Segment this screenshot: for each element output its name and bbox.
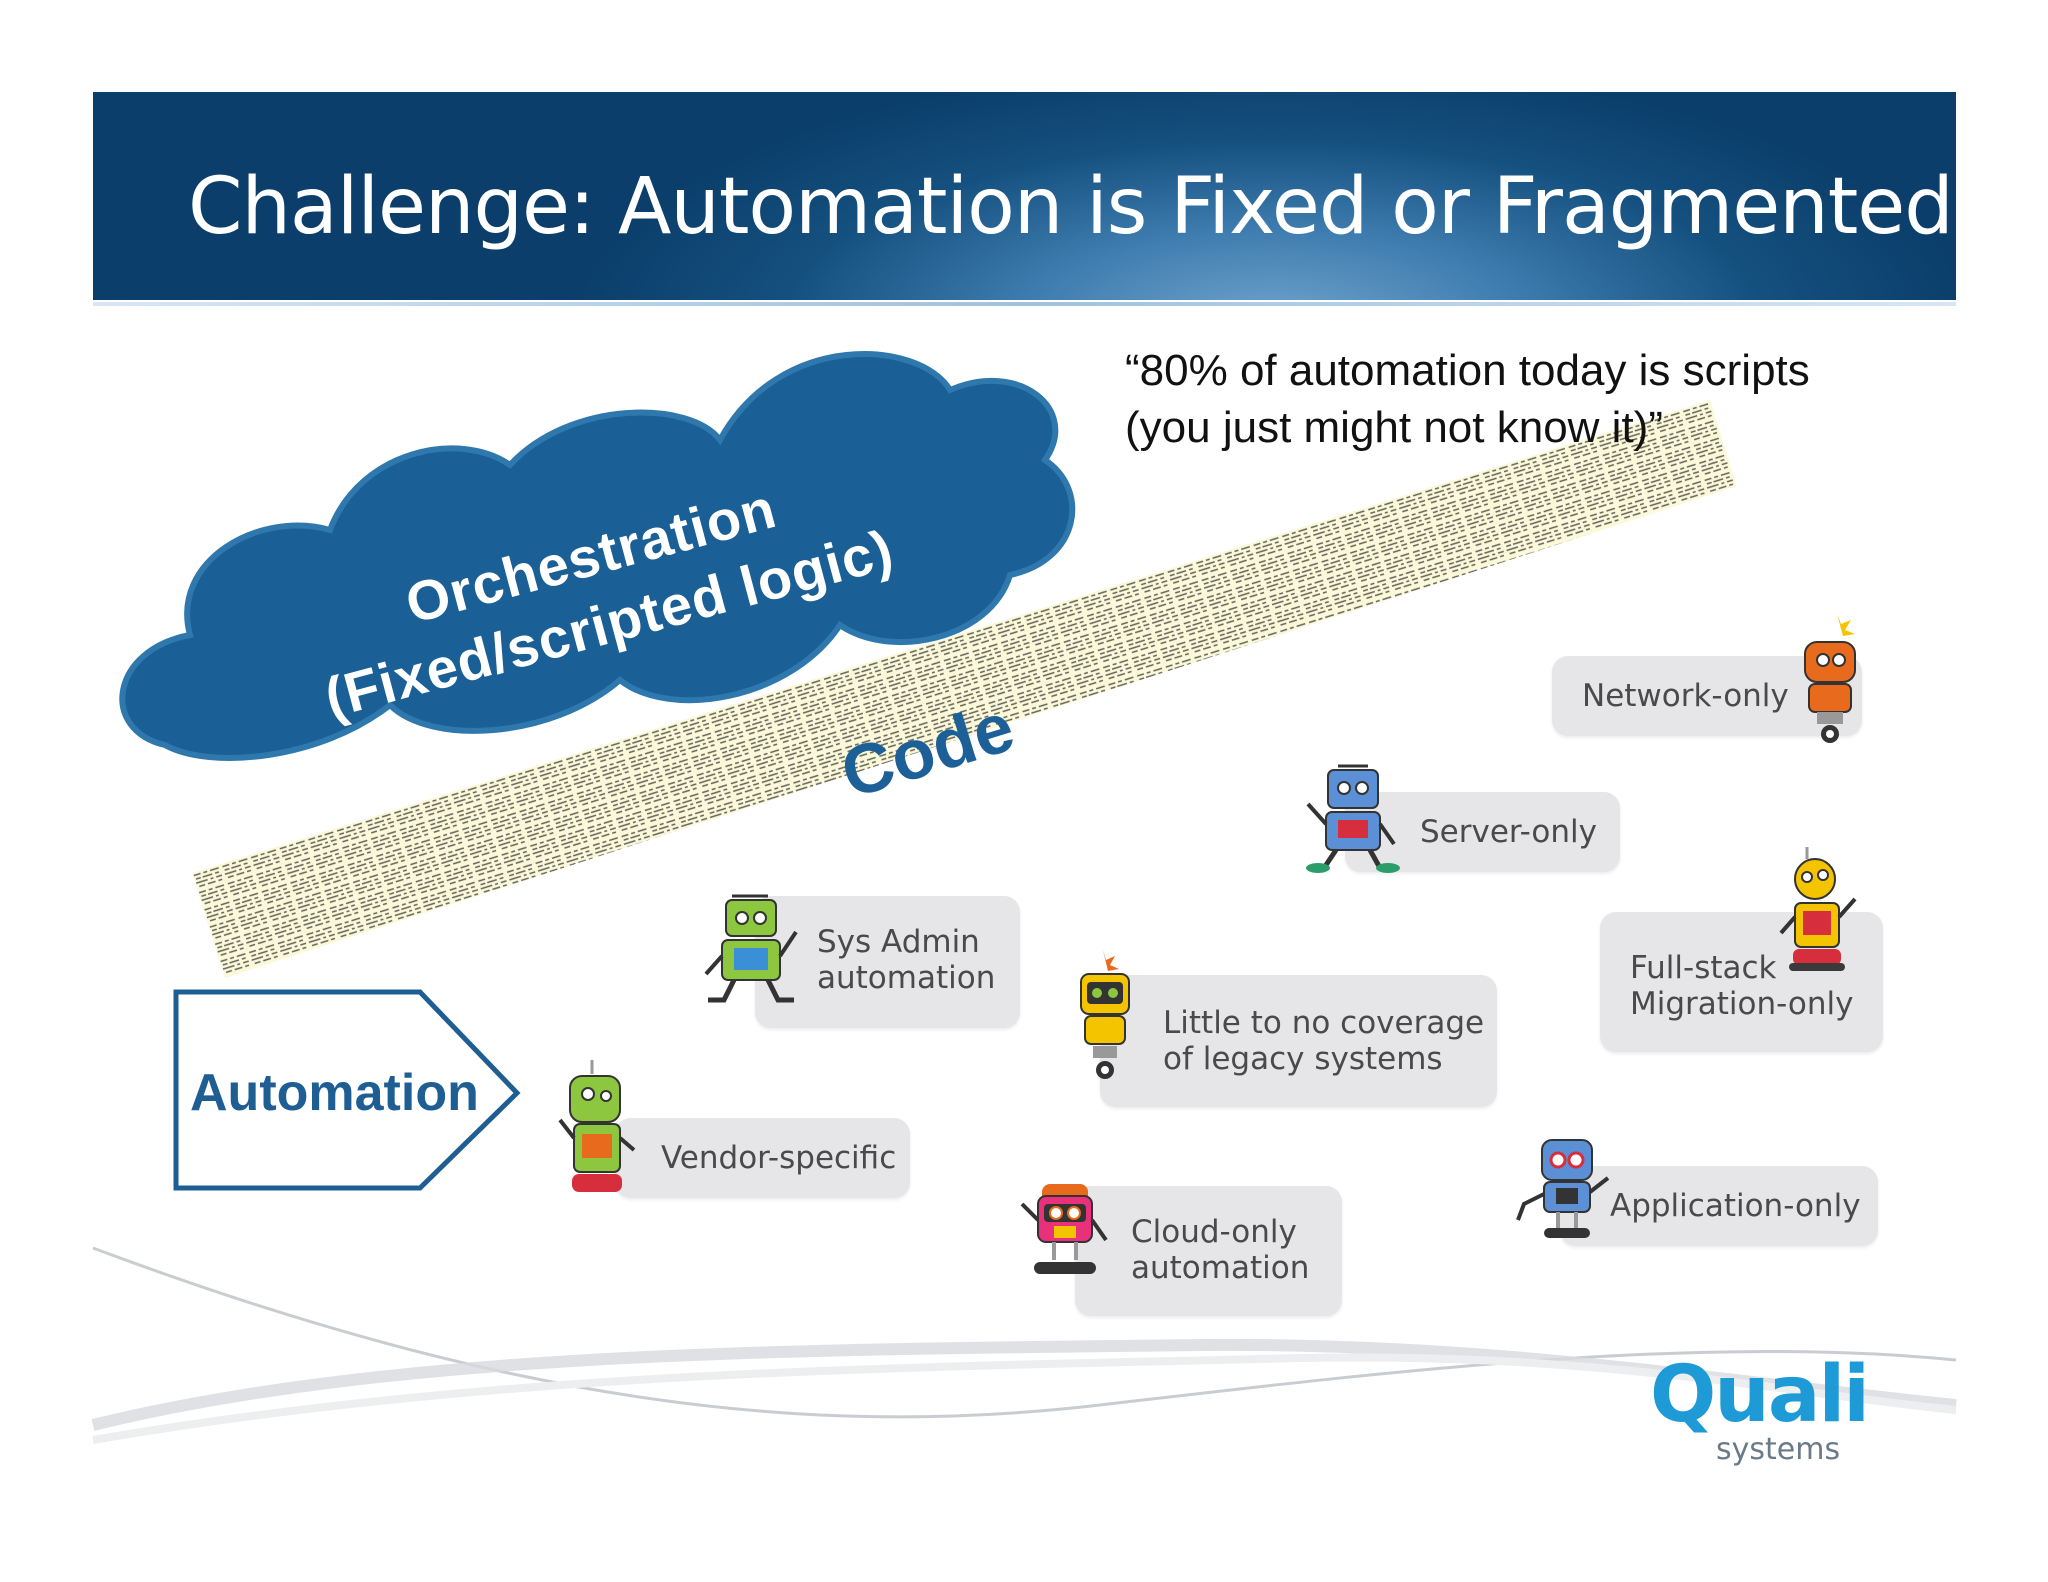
pill-label: Server-only [1420,814,1598,850]
pill-label: Sys Admin [817,924,980,960]
logo-subtitle: systems [1716,1432,1841,1467]
orchestration-cloud [119,351,1076,761]
pill-label: Full-stack [1630,950,1777,986]
pill-label: of legacy systems [1163,1041,1443,1077]
robot-server-icon [1306,764,1400,873]
robot-fullstack-icon [1779,847,1857,971]
slide-title: Challenge: Automation is Fixed or Fragme… [188,162,1954,252]
pill-label: automation [1131,1250,1310,1286]
background-swoosh-1 [92,1246,1957,1419]
robot-cloud-icon [1020,1184,1108,1274]
robot-vendor-icon [558,1060,636,1192]
logo-name: Quali [1650,1350,1870,1440]
quote-text: “80% of automation today is scripts (you… [1125,342,1810,456]
pill-label: Application-only [1610,1188,1861,1224]
quote-line-2: (you just might not know it)” [1125,403,1663,452]
automation-arrow-shape [173,989,521,1191]
pill-legacy-coverage: Little to no coverage of legacy systems [1100,975,1497,1107]
pill-application-only: Application-only [1560,1166,1878,1246]
pill-label: Migration-only [1630,986,1854,1022]
robot-sysadmin-icon [704,894,798,1003]
pill-cloud-only: Cloud-only automation [1075,1186,1342,1316]
pill-label: Network-only [1582,678,1789,714]
background-swoosh-3 [92,1353,1957,1444]
pill-vendor-specific: Vendor-specific [615,1118,910,1198]
title-bar: Challenge: Automation is Fixed or Fragme… [93,92,1956,300]
pill-server-only: Server-only [1345,792,1620,872]
robot-legacy-icon [1080,950,1130,1079]
code-banner [192,400,1737,979]
robot-network-icon [1804,614,1856,743]
quali-logo: Quali systems [1650,1350,1870,1467]
pill-label: Little to no coverage [1163,1005,1485,1041]
quote-line-1: “80% of automation today is scripts [1125,346,1810,395]
pill-label: automation [817,960,996,996]
pill-label: Vendor-specific [661,1140,897,1176]
pill-label: Cloud-only [1131,1214,1297,1250]
robot-application-icon [1516,1139,1610,1238]
pill-sys-admin: Sys Admin automation [755,896,1020,1028]
automation-label: Automation [190,1064,479,1122]
title-underline [93,302,1956,306]
